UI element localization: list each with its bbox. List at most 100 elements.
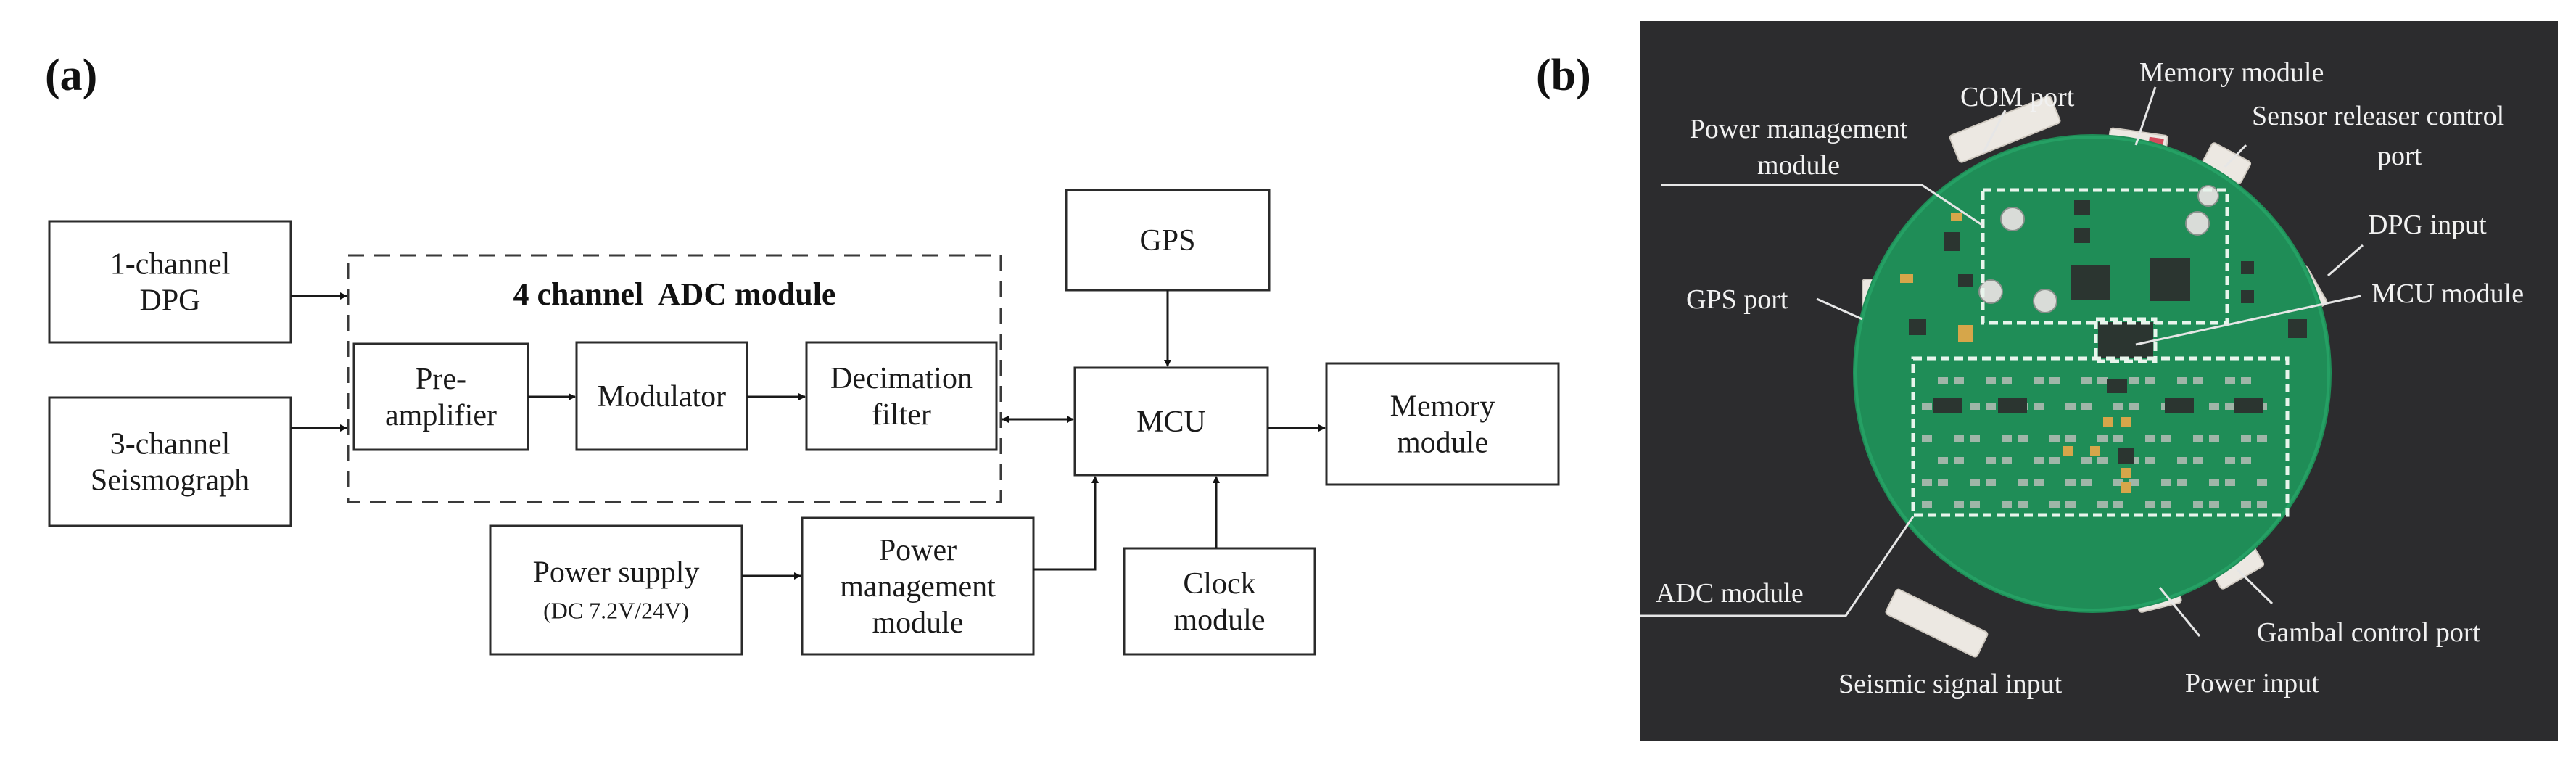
smd-resistor bbox=[2097, 457, 2108, 464]
block-mcu: MCU bbox=[1073, 366, 1269, 477]
smd-resistor bbox=[2209, 403, 2219, 410]
smd-resistor bbox=[2145, 377, 2155, 384]
electrolytic-capacitor bbox=[2185, 211, 2210, 236]
smd-resistor bbox=[2193, 435, 2203, 442]
tantalum-capacitor bbox=[2121, 417, 2131, 427]
power-input-leader bbox=[2158, 587, 2201, 637]
block-label: filter bbox=[872, 398, 931, 432]
block-label: Pre- bbox=[416, 363, 466, 396]
tantalum-capacitor bbox=[1900, 274, 1913, 283]
smd-resistor bbox=[2193, 377, 2203, 384]
tantalum-capacitor bbox=[2103, 417, 2113, 427]
adc-module-outline bbox=[1911, 356, 2290, 517]
block-label: Memory bbox=[1390, 390, 1495, 424]
block-box bbox=[48, 396, 292, 527]
smd-resistor bbox=[2225, 457, 2235, 464]
block-box bbox=[352, 342, 529, 451]
smd-resistor bbox=[2241, 435, 2251, 442]
label-power-management: Power management bbox=[1690, 114, 1908, 144]
smd-resistor bbox=[2002, 377, 2012, 384]
smd-resistor bbox=[2034, 403, 2044, 410]
smd-resistor bbox=[1938, 479, 1948, 486]
label-power-input: Power input bbox=[2185, 668, 2319, 699]
adc-module-title: 4 channel ADC module bbox=[513, 276, 836, 312]
tantalum-capacitor bbox=[2063, 446, 2073, 456]
smd-resistor bbox=[2049, 435, 2060, 442]
label-gambal-port: Gambal control port bbox=[2257, 617, 2481, 648]
label-gps-port: GPS port bbox=[1686, 284, 1788, 315]
ic bbox=[1958, 274, 1973, 287]
tantalum-capacitor bbox=[2121, 468, 2131, 478]
smd-resistor bbox=[1954, 377, 1964, 384]
block-label: GPS bbox=[1139, 224, 1195, 258]
block-label: module bbox=[872, 606, 964, 640]
smd-resistor bbox=[2241, 501, 2251, 508]
block-label: Power bbox=[879, 534, 957, 567]
smd-resistor bbox=[2225, 403, 2235, 410]
smd-resistor bbox=[1986, 403, 1996, 410]
smd-resistor bbox=[2257, 435, 2267, 442]
block-label: Seismograph bbox=[91, 464, 249, 498]
block-label: MCU bbox=[1136, 405, 1206, 439]
smd-resistor bbox=[1970, 435, 1980, 442]
reset-button bbox=[2288, 319, 2307, 338]
smd-resistor bbox=[2145, 501, 2155, 508]
smd-resistor bbox=[1986, 457, 1996, 464]
seismic-input-connector bbox=[1885, 588, 1989, 658]
smd-resistor bbox=[2161, 435, 2171, 442]
label-power-management-line2: module bbox=[1757, 150, 1840, 181]
smd-resistor bbox=[2113, 403, 2123, 410]
adc-module-group bbox=[347, 254, 1002, 503]
smd-resistor bbox=[2177, 377, 2187, 384]
smd-resistor bbox=[2129, 479, 2139, 486]
block-modulator: Modulator bbox=[575, 341, 748, 451]
ic bbox=[2241, 290, 2254, 303]
smd-resistor bbox=[1922, 479, 1932, 486]
power-management-leader bbox=[1661, 184, 1983, 226]
smd-resistor bbox=[1970, 479, 1980, 486]
power-management-outline bbox=[1981, 188, 2229, 325]
smd-resistor bbox=[2241, 457, 2251, 464]
block-label: Modulator bbox=[598, 380, 726, 413]
smd-resistor bbox=[2113, 501, 2123, 508]
smd-resistor bbox=[2129, 403, 2139, 410]
smd-resistor bbox=[2034, 377, 2044, 384]
smd-resistor bbox=[2065, 479, 2076, 486]
block-power-supply: Power supply(DC 7.2V/24V) bbox=[489, 524, 743, 656]
smd-resistor bbox=[2177, 457, 2187, 464]
smd-resistor bbox=[1970, 501, 1980, 508]
smd-resistor bbox=[1970, 403, 1980, 410]
adc-ic bbox=[1998, 398, 2027, 413]
smd-resistor bbox=[2225, 479, 2235, 486]
block-label: 1-channel bbox=[110, 248, 231, 281]
label-sensor-releaser-line2: port bbox=[2377, 141, 2422, 171]
smd-resistor bbox=[2097, 435, 2108, 442]
smd-resistor bbox=[2129, 377, 2139, 384]
block-label: module bbox=[1397, 427, 1488, 460]
inductor-small bbox=[1909, 319, 1926, 335]
panel-a: (a) 4 channel ADC module 1-channelDPG3-c… bbox=[45, 51, 1560, 656]
smd-resistor bbox=[2177, 479, 2187, 486]
smd-resistor bbox=[1986, 479, 1996, 486]
gps-port-leader bbox=[1816, 297, 1863, 321]
smd-resistor bbox=[2065, 501, 2076, 508]
electrolytic-capacitor bbox=[2033, 289, 2057, 313]
tantalum-capacitor bbox=[1951, 213, 1962, 221]
smd-resistor bbox=[2113, 479, 2123, 486]
smd-resistor bbox=[1922, 435, 1932, 442]
smd-resistor bbox=[2049, 501, 2060, 508]
adc-ic bbox=[1933, 398, 1962, 413]
block-label: Decimation bbox=[830, 362, 973, 395]
ic bbox=[2241, 261, 2254, 274]
smd-resistor bbox=[2257, 501, 2267, 508]
block-box bbox=[489, 524, 743, 656]
arrow-power-mgmt-to-mcu bbox=[1033, 476, 1099, 571]
smd-resistor bbox=[2097, 501, 2108, 508]
label-memory-module: Memory module bbox=[2139, 57, 2324, 88]
block-label: management bbox=[840, 570, 996, 604]
com-port-leader bbox=[1982, 110, 2007, 153]
smd-resistor bbox=[2257, 479, 2267, 486]
smd-resistor bbox=[2225, 377, 2235, 384]
